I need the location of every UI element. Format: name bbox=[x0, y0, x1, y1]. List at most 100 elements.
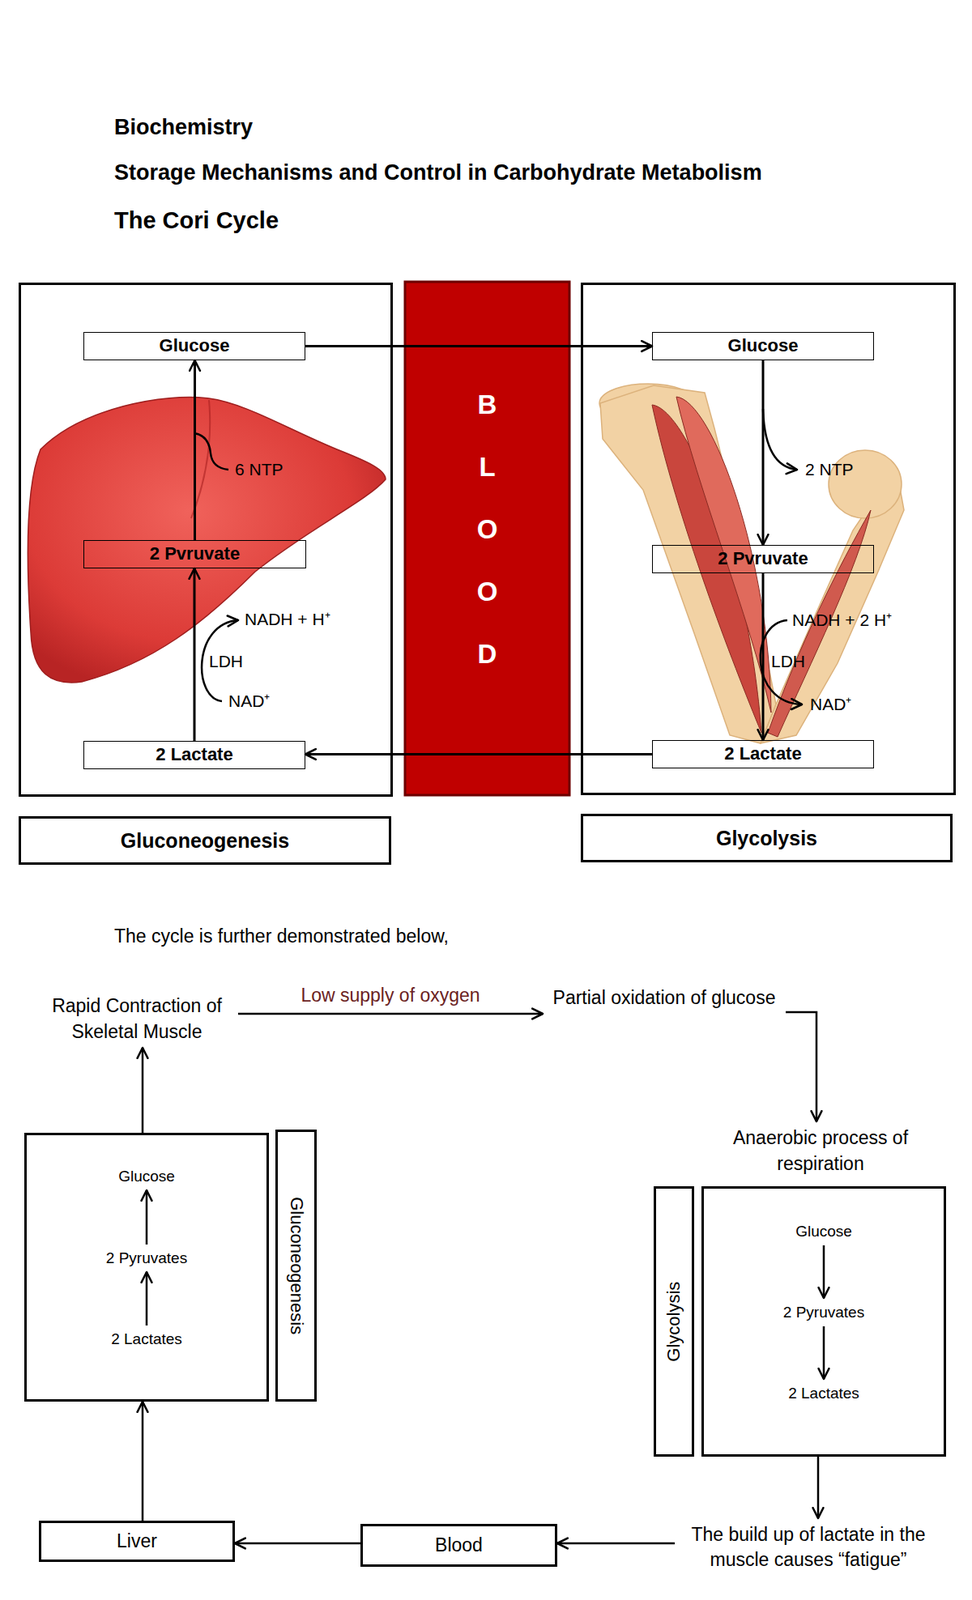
node-label: 6 NTP bbox=[234, 459, 284, 480]
node-label: Glycolysis bbox=[716, 826, 818, 851]
pathway-box: Glucose 2 Pyruvates 2 Lactates bbox=[701, 1186, 947, 1458]
node-label: NADH + 2 H⁺ bbox=[792, 609, 892, 631]
text-anchor: 2 Pyruvates bbox=[106, 1249, 188, 1269]
node-label: Glucose bbox=[728, 335, 799, 357]
pathway-step-arrows bbox=[146, 1190, 824, 1380]
edge-label-anchor: Low supply of oxygen bbox=[298, 984, 482, 1007]
process-name-box: Glycolysis bbox=[580, 814, 953, 863]
flow-arrow bbox=[193, 568, 197, 742]
step-arrow bbox=[145, 1272, 149, 1326]
step-arrow bbox=[822, 1245, 826, 1299]
node-label: 2 Pvruvate bbox=[717, 548, 808, 570]
node-label: Glucose bbox=[118, 1168, 175, 1187]
node-label: NAD⁺ bbox=[810, 694, 852, 715]
step-text: Anaerobic process of respiration bbox=[715, 1121, 926, 1181]
text-anchor: 6 NTP bbox=[234, 459, 284, 480]
node-label: Rapid Contraction of Skeletal Muscle bbox=[42, 993, 232, 1045]
band-label: B L O O D bbox=[471, 373, 504, 686]
forearm-shape bbox=[760, 479, 904, 744]
side-reaction-arrows bbox=[194, 409, 802, 705]
chapter-heading: Storage Mechanisms and Control in Carboh… bbox=[114, 160, 763, 186]
text-anchor: NAD⁺ bbox=[810, 694, 852, 715]
text-anchor: 2 Lactates bbox=[110, 1330, 183, 1350]
flow-arrow bbox=[238, 1013, 543, 1016]
text-anchor: LDH bbox=[208, 651, 243, 672]
edge-label: Low supply of oxygen bbox=[298, 984, 482, 1007]
text-anchor: NADH + H⁺ bbox=[244, 609, 331, 630]
compound-box: 2 Pvruvate bbox=[652, 545, 874, 574]
vertical-label-box: Glycolysis bbox=[653, 1186, 695, 1458]
note-text: The cycle is further demonstrated below, bbox=[114, 925, 449, 947]
compound-box: 2 Lactate bbox=[83, 741, 306, 770]
node-label: Gluconeogenesis bbox=[120, 828, 290, 853]
node-label: 2 Lactates bbox=[110, 1330, 183, 1350]
node-label: Anaerobic process of respiration bbox=[721, 1125, 920, 1177]
compound-box: 2 Pvruvate bbox=[83, 540, 307, 569]
step-arrow bbox=[822, 1326, 826, 1380]
node-label: NADH + H⁺ bbox=[244, 609, 331, 630]
node-label: LDH bbox=[771, 651, 806, 672]
node-label: 2 Pvruvate bbox=[149, 543, 240, 565]
node-label: 2 Lactate bbox=[155, 744, 233, 766]
node-label: 2 Lactates bbox=[788, 1385, 860, 1404]
flow-arrow bbox=[305, 345, 653, 348]
flow-arrow bbox=[557, 1543, 675, 1546]
flow-arrow bbox=[785, 1012, 817, 1122]
node-label: 2 NTP bbox=[805, 459, 854, 480]
flow-arrow bbox=[305, 753, 653, 756]
text-anchor: 2 Lactates bbox=[788, 1385, 860, 1404]
text-anchor: 2 NTP bbox=[805, 459, 854, 480]
node-label: Glucose bbox=[159, 335, 231, 357]
flow-arrow bbox=[193, 360, 197, 541]
step-arrow bbox=[145, 1190, 149, 1245]
organ-panel: 2 NTP NADH + 2 H⁺ LDH NAD⁺ Glucose 2 Pvruvate… bbox=[580, 282, 956, 796]
flow-arrow bbox=[141, 1048, 145, 1134]
ntp-arrow bbox=[763, 409, 798, 470]
text-anchor: Glucose bbox=[795, 1223, 853, 1242]
node-label: LDH bbox=[208, 651, 243, 672]
node-label: Partial oxidation of glucose bbox=[553, 987, 776, 1011]
node-label: Blood bbox=[434, 1534, 483, 1558]
text-anchor: NADH + 2 H⁺ bbox=[792, 609, 892, 631]
organ-box: Blood bbox=[360, 1524, 558, 1568]
node-label: Glucose bbox=[795, 1223, 853, 1242]
text-anchor: Glucose bbox=[118, 1168, 175, 1187]
compound-box: 2 Lactate bbox=[652, 740, 874, 769]
heading-anchor: The cycle is further demonstrated below, bbox=[114, 925, 449, 947]
blood-band: B L O O D bbox=[405, 281, 570, 796]
vertical-label-box: Gluconeogenesis bbox=[275, 1129, 317, 1403]
node-label: NAD⁺ bbox=[228, 690, 270, 712]
blood-band-fill bbox=[405, 281, 570, 796]
vertical-label: Glycolysis bbox=[663, 1281, 685, 1362]
flow-arrow bbox=[762, 360, 765, 546]
subject-heading: Biochemistry bbox=[114, 115, 253, 141]
process-name-box: Gluconeogenesis bbox=[18, 816, 392, 866]
page-title: The Cori Cycle bbox=[114, 207, 279, 235]
flow-arrow bbox=[762, 573, 765, 741]
text-anchor: LDH bbox=[771, 651, 806, 672]
heading-anchor: Biochemistry bbox=[114, 115, 253, 141]
heading-anchor: Storage Mechanisms and Control in Carboh… bbox=[114, 160, 763, 186]
text-anchor: NAD⁺ bbox=[228, 690, 270, 712]
liver-drawing bbox=[27, 397, 386, 683]
node-label: 2 Lactate bbox=[724, 743, 802, 765]
text-anchor: 2 Pyruvates bbox=[783, 1304, 865, 1323]
node-label: The build up of lactate in the muscle ca… bbox=[681, 1522, 936, 1574]
vertical-label: Gluconeogenesis bbox=[285, 1197, 307, 1335]
liver-shape bbox=[27, 397, 386, 683]
compound-box: Glucose bbox=[652, 332, 874, 361]
node-label: 2 Pyruvates bbox=[106, 1249, 188, 1269]
compound-box: Glucose bbox=[83, 332, 306, 361]
flow-arrow bbox=[817, 1457, 820, 1519]
node-label: 2 Pyruvates bbox=[783, 1304, 865, 1323]
flow-arrow bbox=[234, 1543, 361, 1546]
step-text: Rapid Contraction of Skeletal Muscle bbox=[35, 989, 239, 1049]
organ-box: Liver bbox=[38, 1521, 235, 1563]
step-text: The build up of lactate in the muscle ca… bbox=[674, 1518, 943, 1578]
step-text: Partial oxidation of glucose bbox=[542, 983, 786, 1021]
ntp-hook bbox=[194, 433, 229, 470]
flow-arrow bbox=[141, 1402, 145, 1522]
